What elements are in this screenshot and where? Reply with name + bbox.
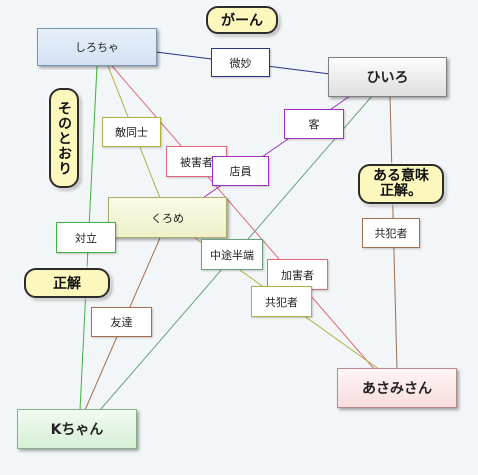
relation-tekidoushi: 敵同士 xyxy=(102,117,161,147)
relation-kyouhansha-kurome: 共犯者 xyxy=(251,286,312,317)
node-label: くろめ xyxy=(151,211,184,225)
relation-bimyou: 微妙 xyxy=(211,48,270,77)
relation-kyaku: 客 xyxy=(284,109,344,139)
comment-sonotoori: そのとおり xyxy=(49,88,79,188)
comment-gaan: がーん xyxy=(206,6,278,34)
node-label: あさみさん xyxy=(362,381,432,397)
comment-seikai: 正解 xyxy=(24,268,110,298)
node-label: ひいろ xyxy=(366,70,409,86)
relation-tomodachi: 友達 xyxy=(91,307,152,337)
node-kurome[interactable]: くろめ xyxy=(108,197,227,238)
line-shirocha-asami xyxy=(111,65,376,371)
relation-kyouhansha-hiiro: 共犯者 xyxy=(362,218,420,248)
comment-text-line2: 正解。 xyxy=(380,183,422,199)
comment-aruimi: ある意味 正解。 xyxy=(358,164,444,204)
relation-chuutohanpa: 中途半端 xyxy=(201,239,263,270)
relation-tenin: 店員 xyxy=(212,156,269,186)
node-label: しろちゃ xyxy=(75,41,119,54)
relation-kagaisha: 加害者 xyxy=(267,259,328,290)
relation-tairitsu: 対立 xyxy=(56,222,116,253)
node-hiiro[interactable]: ひいろ xyxy=(328,57,447,97)
node-kchan[interactable]: Kちゃん xyxy=(17,409,137,449)
node-asami[interactable]: あさみさん xyxy=(337,368,457,408)
node-shirocha[interactable]: しろちゃ xyxy=(37,28,157,66)
comment-text: そのとおり xyxy=(56,100,72,176)
comment-text-line1: ある意味 xyxy=(373,168,429,184)
node-label: Kちゃん xyxy=(50,422,104,438)
